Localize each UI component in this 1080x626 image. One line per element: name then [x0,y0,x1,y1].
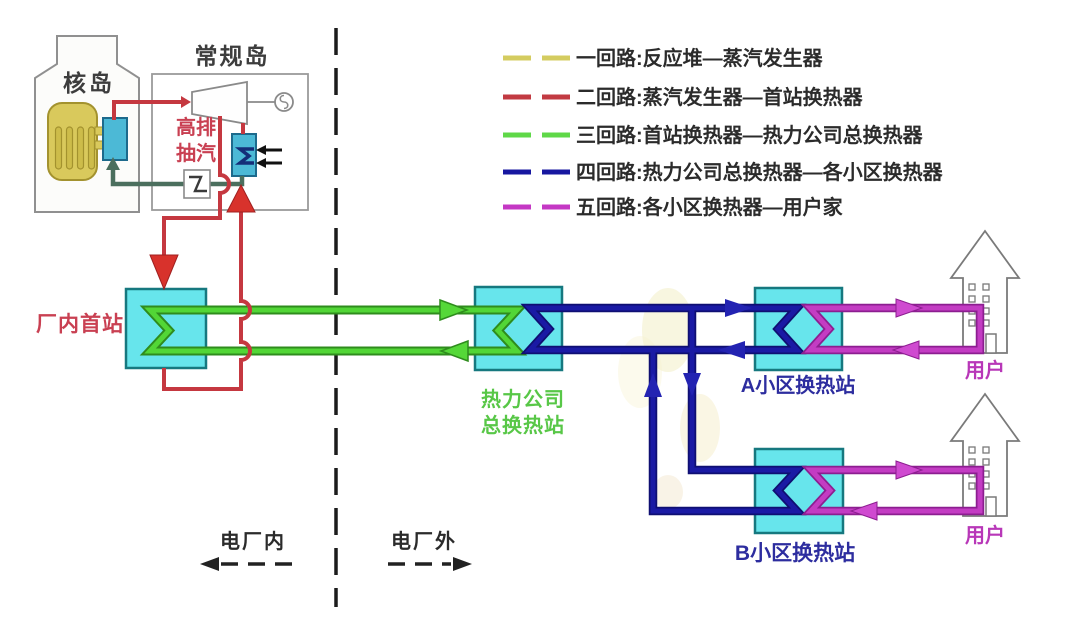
legend-item-loop5: 五回路:各小区换热器—用户家 [503,195,844,219]
smudge [653,475,683,509]
legend: 一回路:反应堆—蒸汽发生器 二回路:蒸汽发生器—首站换热器 三回路:首站换热器—… [503,46,944,219]
legend-label-loop4: 四回路:热力公司总换热器—各小区换热器 [576,160,944,184]
window [982,446,990,454]
steam-generator [102,117,128,161]
user-b-label: 用户 [965,523,1005,547]
loop5-b-pipe [805,467,983,514]
smudge [680,394,720,462]
house-door [985,333,997,354]
heater-zigzag-icon [189,175,207,193]
outside-plant-arrow-icon [453,557,472,571]
control-rod [76,126,85,170]
window [968,446,976,454]
legend-label-loop3: 三回路:首站换热器—热力公司总换热器 [576,123,924,147]
loop4-branch-pipe [650,308,803,514]
extraction-label-line2: 抽汽 [176,141,216,165]
loop5-b-return-arrow-icon [849,501,878,521]
steam-flow-arrow-icon [181,96,191,108]
loop5-a-supply-arrow-icon [895,298,924,318]
loop4-branch-up-arrow-icon [644,373,662,397]
condensate-flow-arrow-icon [106,157,120,170]
company-station-label-line1: 热力公司 [481,388,565,411]
house-outline [949,392,1021,517]
company-station-label-line2: 总换热站 [481,413,565,437]
extraction-down-arrow-icon [149,254,179,291]
control-rod [65,126,74,170]
user-a-label: 用户 [965,358,1005,382]
window [982,295,990,303]
reactor-internals [54,126,96,170]
cooling-water-arrows [256,145,282,168]
loop4-branch-down-arrow-icon [683,373,701,396]
loop4-blue-pipes [520,303,807,516]
loop4-supply-arrow-icon [725,299,752,317]
legend-label-loop2: 二回路:蒸汽发生器—首站换热器 [576,85,864,109]
first-station-label: 厂内首站 [36,312,124,336]
loop5-a-return-arrow-icon [891,340,920,360]
condensate-return-pipe [110,166,245,187]
main-steam-pipe [112,100,181,120]
window [982,283,990,291]
nuclear-island-label: 核岛 [63,70,115,96]
zone-labels: 电厂内 电厂外 [200,529,472,571]
control-rod [87,126,96,170]
window [968,319,976,327]
extraction-steam-pipe [162,116,231,256]
loop5-b-supply-arrow-icon [895,460,924,480]
legend-label-loop5: 五回路:各小区换热器—用户家 [576,195,844,219]
feedwater-heater [183,169,211,199]
district-b-label: B小区换热站 [735,541,855,565]
user-house-a [949,229,1021,354]
district-a-exchanger [753,286,844,372]
steam-turbine [191,80,248,126]
control-rod [54,126,63,170]
extraction-label-line1: 高排 [176,115,216,139]
generator-squiggle-icon [279,94,289,110]
flow-arrows [106,96,924,521]
inside-plant-label: 电厂内 [220,529,286,553]
inside-plant-arrow-icon [200,557,219,571]
outside-plant-label: 电厂外 [391,529,457,553]
user-house-b [949,392,1021,517]
window [968,482,976,490]
loop3-supply-arrow-icon [439,298,470,322]
window [982,458,990,466]
loop3-green-pipes [139,305,528,356]
condenser-coil [234,147,254,165]
conventional-island-label: 常规岛 [195,43,270,69]
window [968,295,976,303]
cooling-water-arrow-icon [256,158,266,168]
window [968,458,976,466]
legend-label-loop1: 一回路:反应堆—蒸汽发生器 [576,46,824,70]
district-a-label: A小区换热站 [741,373,855,397]
legend-item-loop4: 四回路:热力公司总换热器—各小区换热器 [503,160,944,184]
window [968,283,976,291]
condenser [231,133,257,177]
legend-item-loop2: 二回路:蒸汽发生器—首站换热器 [503,85,864,109]
house-door [985,496,997,517]
loop3-return-arrow-icon [438,339,469,363]
loop3-pipe [144,307,523,354]
house-outline [949,229,1021,354]
legend-item-loop1: 一回路:反应堆—蒸汽发生器 [503,46,824,70]
drain-return-pipe [162,212,252,391]
cooling-water-arrow-icon [256,145,266,155]
legend-item-loop3: 三回路:首站换热器—热力公司总换热器 [503,123,924,147]
return-up-arrow-icon [226,183,256,213]
loop2-red-pipes [112,100,252,391]
loop4-return-arrow-icon [718,341,745,359]
loop4-main-pipe [524,305,803,353]
